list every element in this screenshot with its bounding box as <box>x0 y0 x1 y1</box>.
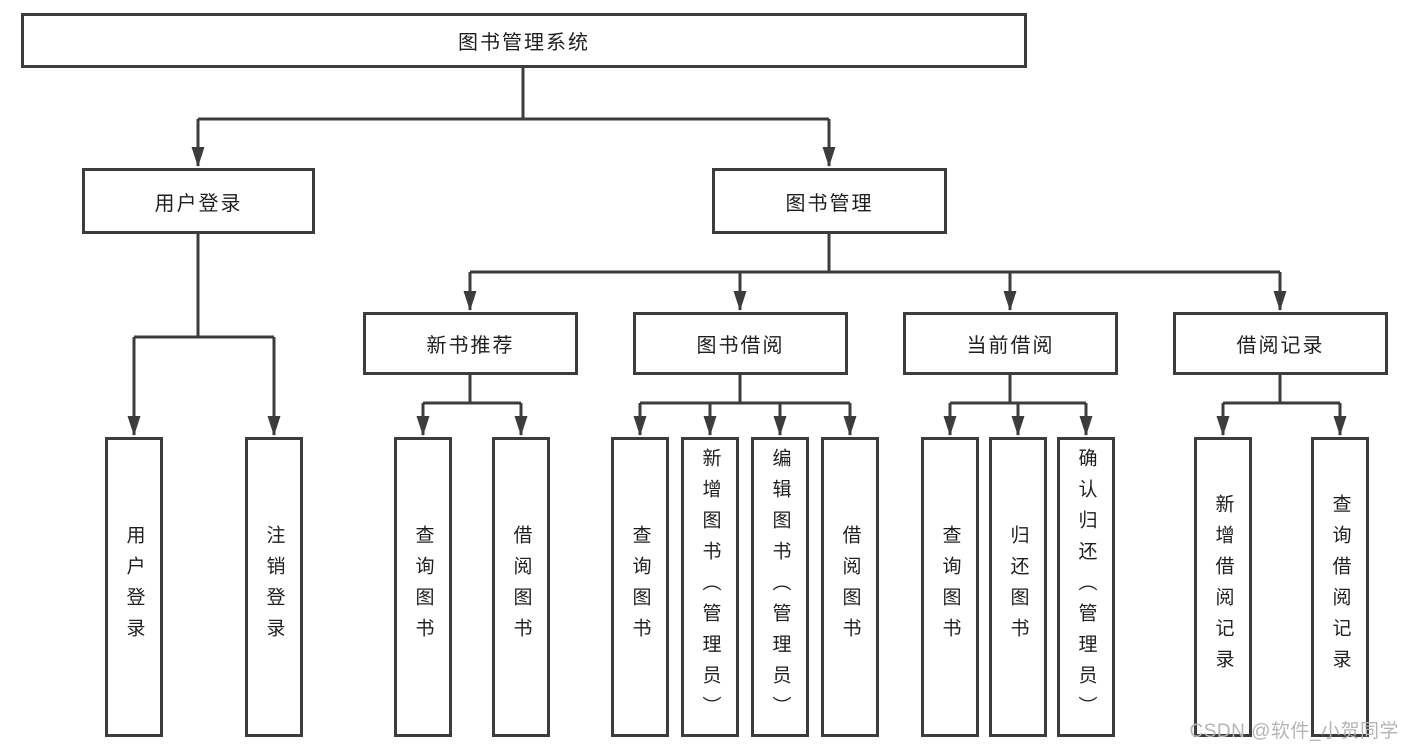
edge-root-split <box>198 67 829 121</box>
node-book-management: 图书管理 <box>712 168 947 234</box>
node-leaf-logout: 注销登录 <box>245 437 303 737</box>
node-leaf-return-books-label: 归还图书 <box>1007 525 1029 649</box>
node-leaf-confirm-return-admin: 确认归还（管理员） <box>1057 437 1115 737</box>
node-current-borrowing-label: 当前借阅 <box>966 335 1055 357</box>
node-leaf-add-borrow-record-label: 新增借阅记录 <box>1212 494 1234 680</box>
node-leaf-query-books-borrow-label: 查询图书 <box>629 525 651 649</box>
node-leaf-borrow-books-recommend-label: 借阅图书 <box>510 525 532 649</box>
csdn-watermark: CSDN @软件_小贺同学 <box>1189 721 1399 742</box>
node-leaf-return-books: 归还图书 <box>989 437 1047 737</box>
edge-records-split <box>1223 375 1340 405</box>
node-user-login-group-label: 用户登录 <box>154 192 243 215</box>
node-leaf-query-borrow-record: 查询借阅记录 <box>1311 437 1369 737</box>
node-leaf-confirm-return-admin-label: 确认归还（管理员） <box>1075 447 1097 727</box>
node-root-system-label: 图书管理系统 <box>458 32 590 54</box>
node-book-management-label: 图书管理 <box>785 192 874 215</box>
node-new-book-recommend-label: 新书推荐 <box>426 335 515 357</box>
node-borrow-records: 借阅记录 <box>1173 312 1388 375</box>
node-leaf-query-books-recommend-label: 查询图书 <box>412 525 434 649</box>
node-leaf-add-book-admin: 新增图书（管理员） <box>681 437 739 737</box>
node-book-borrowing-label: 图书借阅 <box>696 335 785 357</box>
node-current-borrowing: 当前借阅 <box>903 312 1118 375</box>
node-leaf-borrow-books: 借阅图书 <box>821 437 879 737</box>
edge-recommend-split <box>423 375 521 405</box>
node-root-system: 图书管理系统 <box>21 13 1027 68</box>
node-leaf-query-books-current-label: 查询图书 <box>939 525 961 649</box>
node-borrow-records-label: 借阅记录 <box>1236 335 1325 357</box>
node-new-book-recommend: 新书推荐 <box>363 312 578 375</box>
node-leaf-query-books-recommend: 查询图书 <box>394 437 452 737</box>
edge-book-management-split <box>470 233 1280 274</box>
node-leaf-borrow-books-label: 借阅图书 <box>839 525 861 649</box>
node-leaf-logout-label: 注销登录 <box>263 525 285 649</box>
node-leaf-user-login: 用户登录 <box>105 437 163 737</box>
edge-user-login-split <box>134 233 274 339</box>
node-leaf-borrow-books-recommend: 借阅图书 <box>492 437 550 737</box>
node-user-login-group: 用户登录 <box>82 168 315 234</box>
node-leaf-add-book-admin-label: 新增图书（管理员） <box>699 447 721 727</box>
node-leaf-query-books-borrow: 查询图书 <box>611 437 669 737</box>
node-leaf-add-borrow-record: 新增借阅记录 <box>1194 437 1252 737</box>
node-book-borrowing: 图书借阅 <box>633 312 848 375</box>
edge-current-split <box>950 375 1086 405</box>
node-leaf-user-login-label: 用户登录 <box>123 525 145 649</box>
node-leaf-edit-book-admin: 编辑图书（管理员） <box>751 437 809 737</box>
edge-borrowing-split <box>640 375 850 405</box>
node-leaf-query-borrow-record-label: 查询借阅记录 <box>1329 494 1351 680</box>
node-leaf-edit-book-admin-label: 编辑图书（管理员） <box>769 447 791 727</box>
node-leaf-query-books-current: 查询图书 <box>921 437 979 737</box>
